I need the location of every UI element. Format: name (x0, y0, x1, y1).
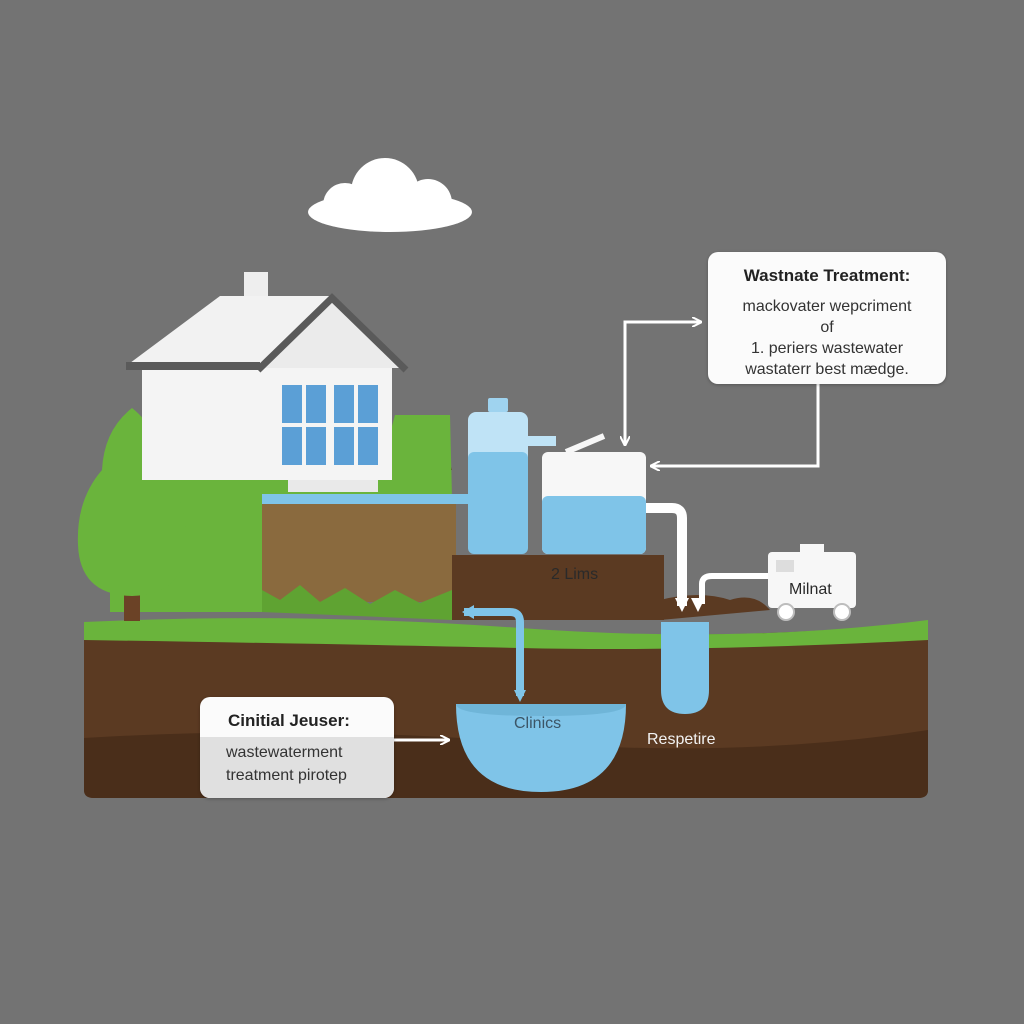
underground-basin (456, 704, 626, 792)
cloud-icon (308, 158, 472, 232)
jeuser-callout: Cinitial Jeuser: wastewaterment treatmen… (200, 697, 394, 798)
connector-arrows (394, 322, 820, 740)
jeuser-callout-body: wastewaterment treatment pirotep (200, 737, 394, 798)
jeuser-callout-line: wastewaterment (226, 744, 343, 761)
house-icon (126, 272, 409, 492)
treatment-callout-line: wastaterr best mædge. (745, 361, 909, 378)
treatment-callout-line: 1. periers wastewater (750, 340, 904, 357)
pipe-label: Respetire (647, 731, 716, 748)
tank-label: 2 Lims (551, 566, 599, 583)
treatment-callout: Wastnate Treatment: mackovater wepcrimen… (708, 252, 946, 384)
window-right (334, 385, 378, 465)
vehicle-label: Milnat (789, 581, 832, 598)
service-vehicle-icon (699, 544, 856, 621)
return-flow-arrow (462, 605, 526, 702)
house-outlet-pipe (262, 494, 472, 504)
treatment-callout-line: mackovater wepcriment (742, 298, 912, 315)
treatment-callout-title: Wastnate Treatment: (743, 266, 911, 285)
secondary-tank (542, 433, 646, 554)
basin-label: Clinics (514, 715, 562, 732)
primary-tank (468, 398, 556, 554)
window-left (282, 385, 326, 465)
leach-pipe (661, 622, 709, 714)
jeuser-callout-line: treatment pirotep (226, 767, 347, 784)
treatment-callout-line: of (820, 319, 834, 336)
jeuser-callout-title: Cinitial Jeuser: (228, 711, 350, 730)
